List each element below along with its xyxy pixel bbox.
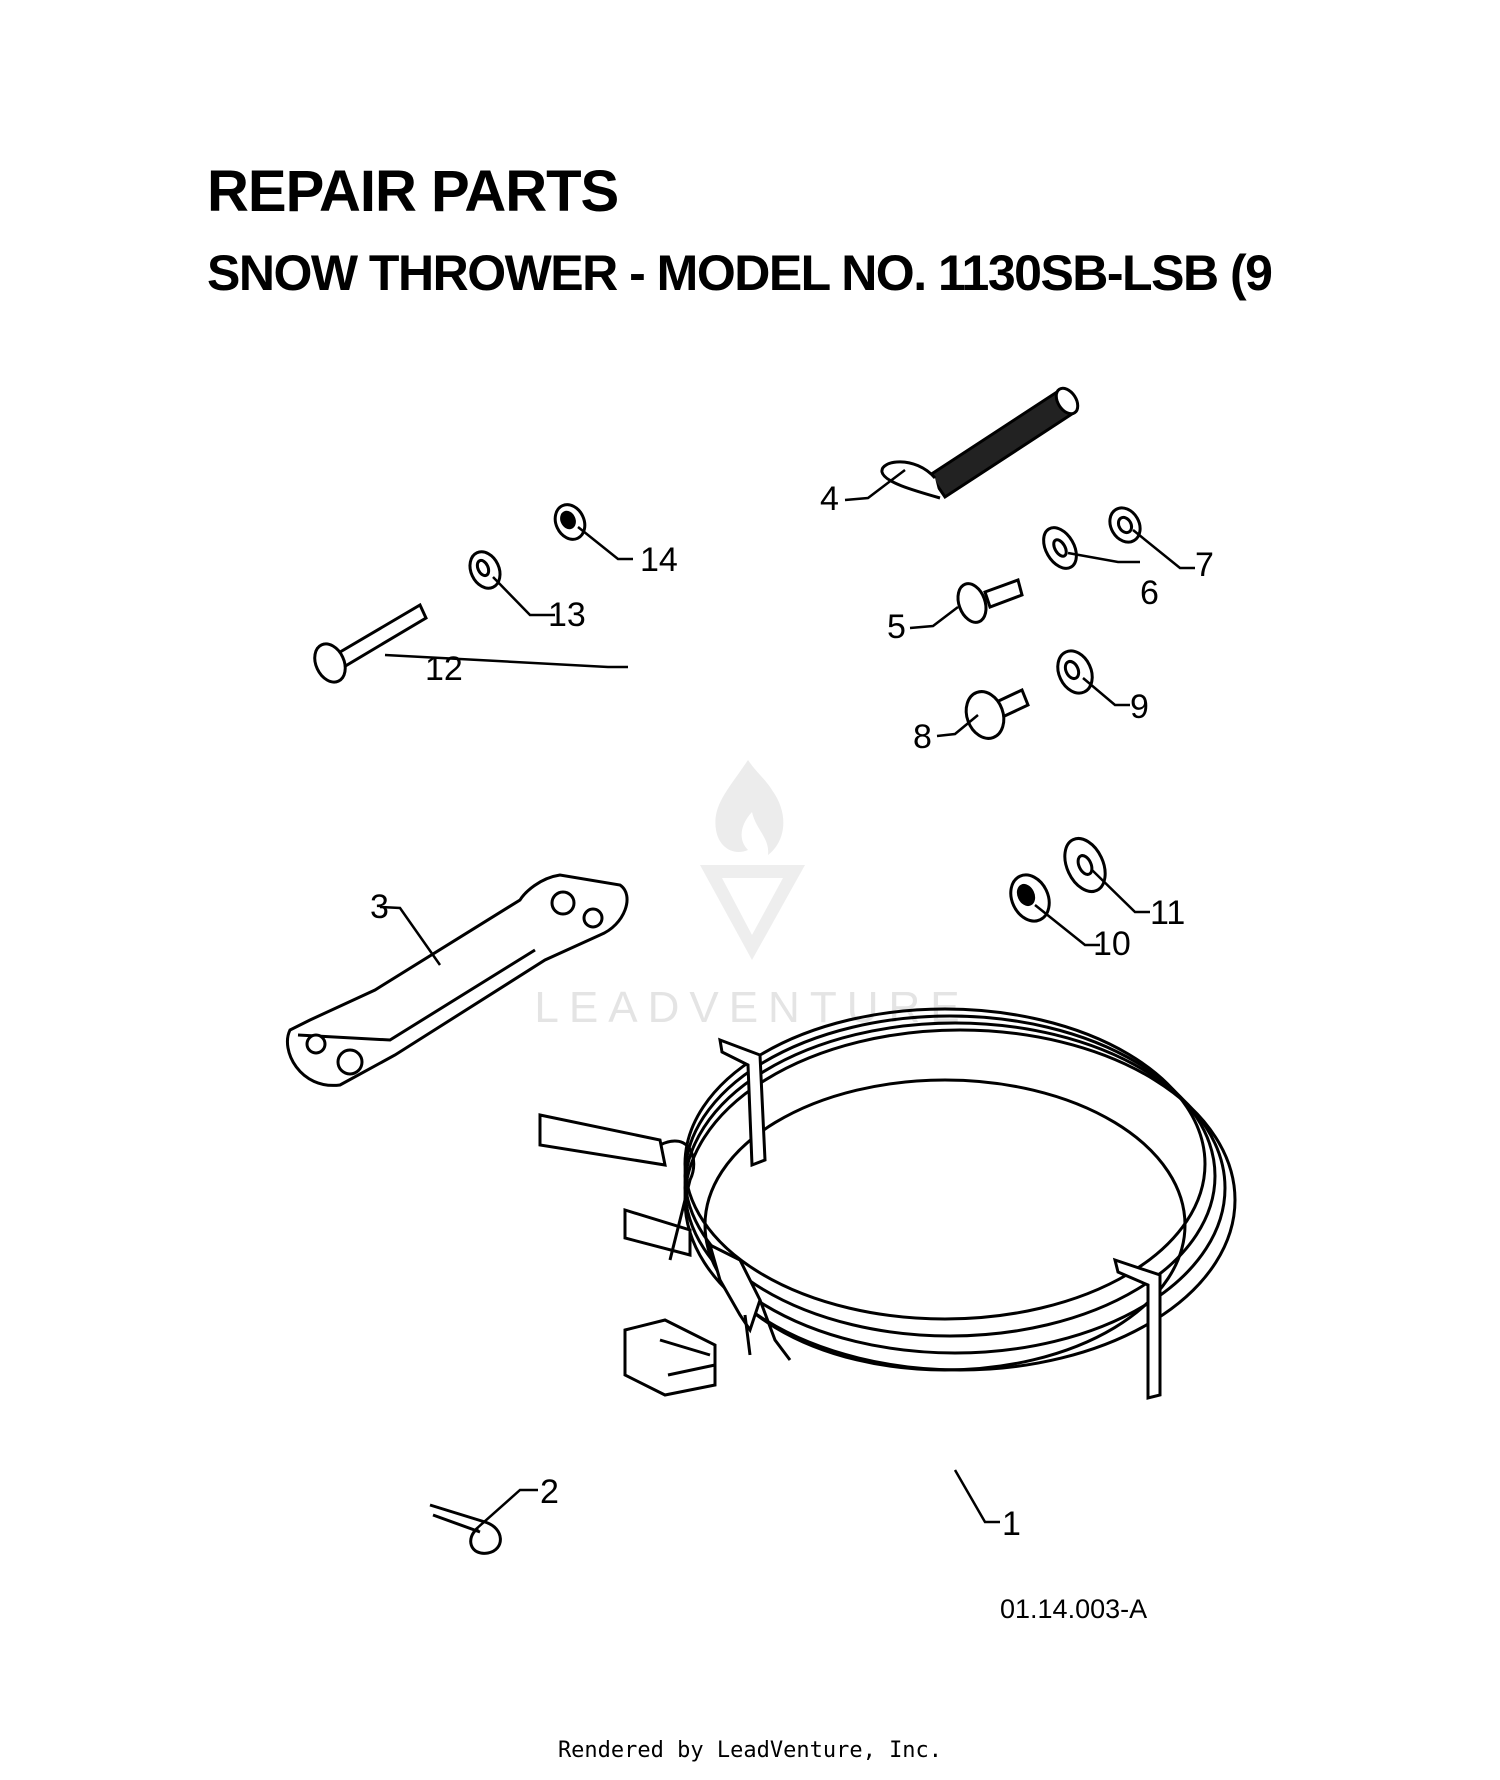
flame-v-logo-icon (715, 760, 784, 855)
part-14-lock-nut (553, 503, 587, 541)
part-3-wrench-plate (285, 873, 629, 1087)
leader-lines (379, 469, 1195, 1531)
watermark-text: LEADVENTURE (534, 983, 969, 1032)
diagram-code: 01.14.003-A (1000, 1594, 1147, 1624)
part-2-hairpin-cotter (429, 1503, 502, 1555)
subtitle-clip: SNOW THROWER - MODEL NO. 1130SB-LSB (9 (207, 244, 1455, 314)
part-9-flange-nut (1056, 649, 1094, 695)
part-12-hex-bolt (313, 602, 428, 684)
part-8-carriage-bolt (964, 687, 1030, 740)
part-1-coiled-cord (538, 1007, 1237, 1400)
part-7-nut (1108, 506, 1142, 544)
part-6-washer (1042, 526, 1078, 570)
page-subtitle: SNOW THROWER - MODEL NO. 1130SB-LSB (9 (207, 245, 1273, 301)
footer-rendered-by: Rendered by LeadVenture, Inc. (557, 1738, 943, 1763)
callout-4: 4 (820, 480, 839, 518)
part-11-washer (1063, 837, 1107, 893)
callout-13: 13 (548, 596, 586, 634)
callout-9: 9 (1130, 688, 1149, 726)
part-4-spring-pin (880, 386, 1080, 500)
callout-11: 11 (1150, 894, 1185, 932)
part-13-nut (468, 550, 502, 590)
callout-8: 8 (913, 718, 932, 756)
page-title: REPAIR PARTS (207, 159, 619, 224)
callout-5: 5 (887, 608, 906, 646)
callout-6: 6 (1140, 574, 1159, 612)
callout-1: 1 (1002, 1505, 1021, 1543)
part-5-shoulder-bolt (956, 578, 1024, 624)
callout-14: 14 (640, 541, 678, 579)
watermark: LEADVENTURE (534, 760, 969, 1032)
callout-3: 3 (370, 888, 389, 926)
callout-12: 12 (425, 650, 463, 688)
callout-2: 2 (540, 1473, 559, 1511)
v-logo-shape (700, 865, 805, 960)
callout-7: 7 (1195, 546, 1214, 584)
callout-10: 10 (1093, 925, 1131, 963)
part-10-lock-nut (1009, 873, 1051, 923)
